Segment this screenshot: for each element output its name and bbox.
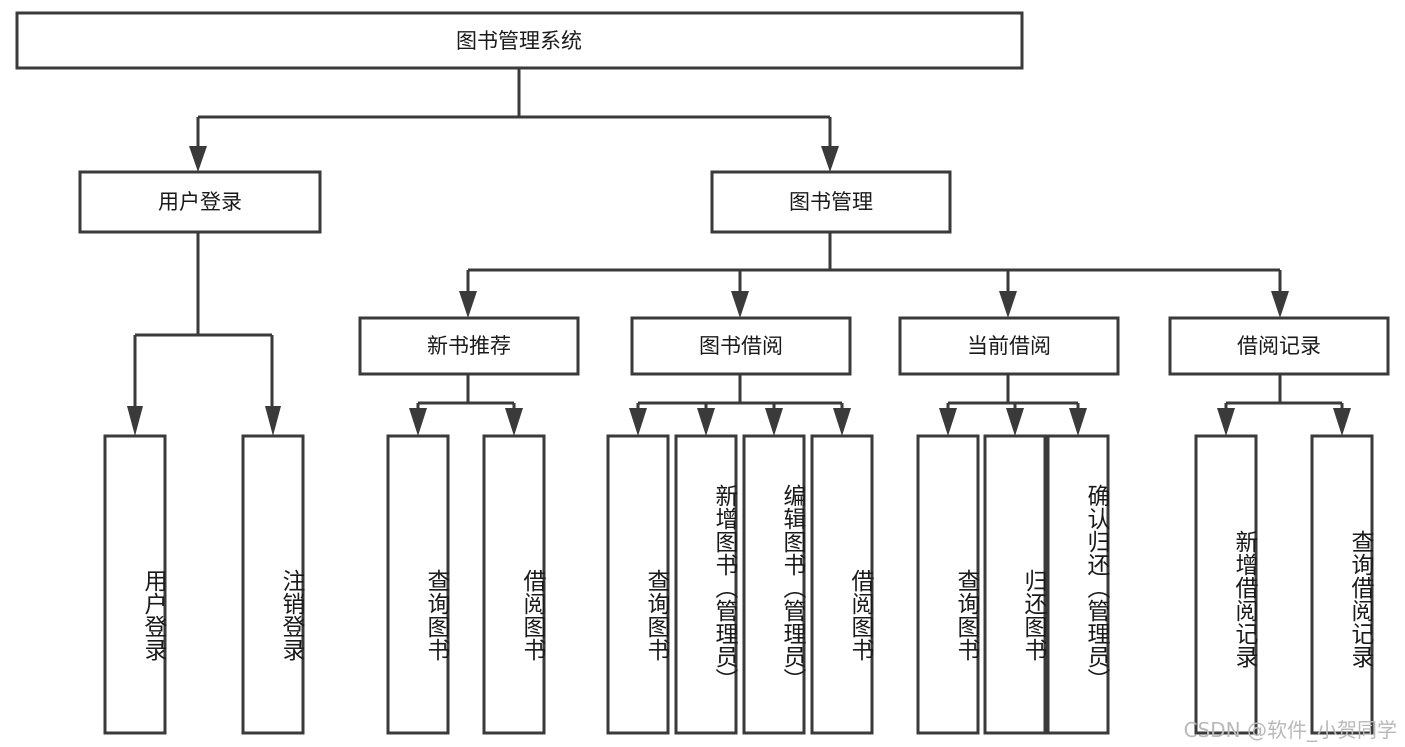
arrow-to-book-mgmt [821, 146, 839, 172]
node-root-label: 图书管理系统 [456, 29, 582, 53]
leaf-boxes-new-book-recommend [386, 434, 546, 735]
node-current-borrow[interactable]: 当前借阅 [898, 316, 1120, 376]
leaf-box-cb-return-book[interactable] [983, 434, 1047, 735]
node-book-borrow-label: 图书借阅 [699, 334, 783, 358]
connectors-root-to-level2 [189, 68, 839, 172]
arrow-to-new-book-recommend [459, 291, 477, 318]
leaf-box-cb-confirm-return[interactable] [1046, 434, 1110, 735]
node-book-borrow-box[interactable] [630, 316, 852, 376]
connectors-new-book-recommend-to-leaves [409, 374, 523, 436]
node-book-management-box[interactable] [710, 170, 952, 234]
leaf-box-logout[interactable] [241, 434, 305, 735]
leaf-box-nbr-query-book[interactable] [386, 434, 450, 735]
leaf-box-bb-borrow-book[interactable] [810, 434, 874, 735]
arrow-to-leaf-bb-3 [765, 408, 783, 436]
node-root-box[interactable] [15, 11, 1024, 70]
node-borrow-record[interactable]: 借阅记录 [1168, 316, 1390, 376]
leaf-box-nbr-borrow-book[interactable] [482, 434, 546, 735]
leaf-boxes-user-login [103, 434, 305, 735]
connectors-book-mgmt-to-level3 [459, 232, 1289, 318]
connectors-current-borrow-to-leaves [939, 374, 1087, 436]
leaf-box-user-login[interactable] [103, 434, 167, 735]
connectors-user-login-to-leaves [127, 232, 281, 436]
leaf-box-br-query-record[interactable] [1310, 434, 1374, 735]
node-root[interactable]: 图书管理系统 [15, 11, 1024, 70]
leaf-box-bb-add-book[interactable] [674, 434, 738, 735]
leaf-box-bb-query-book[interactable] [606, 434, 670, 735]
node-book-management-label: 图书管理 [789, 190, 873, 214]
arrow-to-leaf-bb-1 [629, 408, 647, 436]
arrow-to-borrow-record [1271, 291, 1289, 318]
node-user-login-box[interactable] [78, 170, 322, 234]
watermark-text: CSDN @软件_小贺同学 [1183, 718, 1397, 742]
leaf-boxes-book-borrow [606, 434, 874, 735]
node-borrow-record-box[interactable] [1168, 316, 1390, 376]
leaf-boxes-borrow-record [1194, 434, 1374, 735]
arrow-to-leaf-cb-2 [1006, 408, 1024, 436]
leaf-boxes-current-borrow [916, 434, 1110, 735]
node-book-borrow[interactable]: 图书借阅 [630, 316, 852, 376]
arrow-to-leaf-br-2 [1333, 408, 1351, 436]
arrow-to-leaf-user-login [127, 406, 143, 436]
node-new-book-recommend-box[interactable] [358, 316, 580, 376]
node-new-book-recommend[interactable]: 新书推荐 [358, 316, 580, 376]
node-current-borrow-box[interactable] [898, 316, 1120, 376]
connectors-borrow-record-to-leaves [1217, 374, 1351, 436]
arrow-to-leaf-cb-3 [1069, 408, 1087, 436]
arrow-to-leaf-bb-4 [833, 408, 851, 436]
node-book-management[interactable]: 图书管理 [710, 170, 952, 234]
node-user-login[interactable]: 用户登录 [78, 170, 322, 234]
node-current-borrow-label: 当前借阅 [967, 334, 1051, 358]
connectors-book-borrow-to-leaves [629, 374, 851, 436]
node-user-login-label: 用户登录 [158, 190, 242, 214]
arrow-to-leaf-logout [265, 406, 281, 436]
leaf-box-cb-query-book[interactable] [916, 434, 980, 735]
node-borrow-record-label: 借阅记录 [1237, 334, 1321, 358]
leaf-box-br-add-record[interactable] [1194, 434, 1258, 735]
arrow-to-leaf-br-1 [1217, 408, 1235, 436]
arrow-to-leaf-bb-2 [697, 408, 715, 436]
arrow-to-leaf-nbr-1 [409, 408, 427, 436]
arrow-to-leaf-cb-1 [939, 408, 957, 436]
arrow-to-user-login [189, 146, 207, 172]
arrow-to-leaf-nbr-2 [505, 408, 523, 436]
node-new-book-recommend-label: 新书推荐 [427, 334, 511, 358]
arrow-to-current-borrow [999, 291, 1017, 318]
leaf-box-bb-edit-book[interactable] [742, 434, 806, 735]
arrow-to-book-borrow [731, 291, 749, 318]
